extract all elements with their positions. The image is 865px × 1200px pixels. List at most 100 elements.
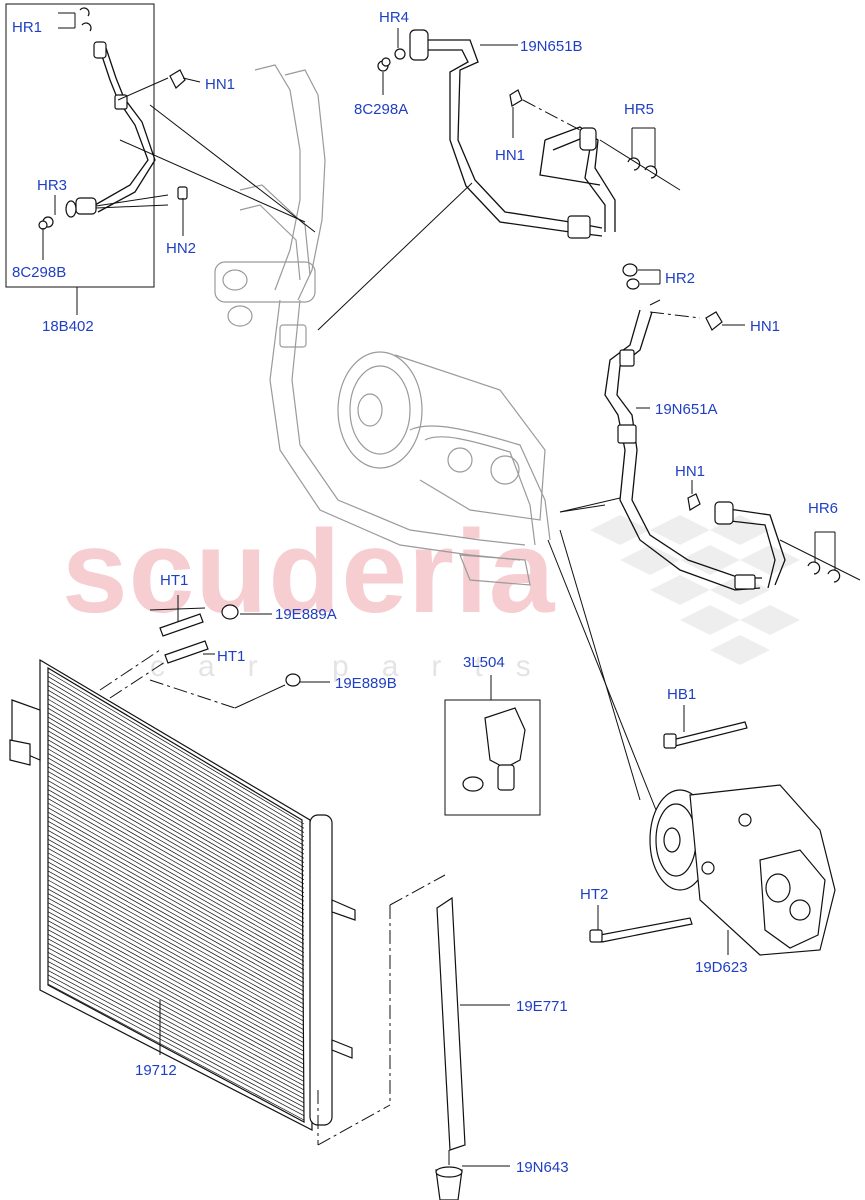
callout-19n651b: 19N651B	[520, 38, 583, 55]
condenser-fin	[47, 970, 305, 1108]
callout-hr3: HR3	[37, 177, 67, 194]
condenser-fin	[47, 866, 305, 1009]
condenser-fin	[47, 707, 305, 859]
condenser-fin	[47, 816, 305, 962]
ghost-assembly	[214, 64, 551, 586]
callout-hb1: HB1	[667, 686, 696, 703]
callout-19n643: 19N643	[516, 1159, 569, 1176]
condenser-fin	[47, 680, 305, 833]
condenser-fin	[47, 938, 305, 1078]
condenser-fin	[47, 735, 305, 885]
callout-19e889b: 19E889B	[335, 675, 397, 692]
condenser-fin	[47, 748, 305, 898]
callout-ht1-a: HT1	[160, 572, 188, 589]
condenser-fin	[47, 730, 305, 881]
kit-18b402	[5, 3, 201, 315]
condenser-fin	[47, 956, 305, 1095]
callout-hn1-b: HN1	[495, 147, 525, 164]
condenser-fin	[47, 829, 305, 975]
condenser-fin	[47, 861, 305, 1005]
condenser-fin	[47, 689, 305, 842]
condenser-fin	[47, 685, 305, 838]
callout-8c298a: 8C298A	[354, 101, 408, 118]
condenser-fin	[47, 744, 305, 893]
condenser-fin	[47, 789, 305, 936]
baffle-19e771	[435, 896, 510, 1200]
condenser-fin	[47, 757, 305, 906]
condenser-fin	[47, 933, 305, 1074]
callout-19d623: 19D623	[695, 959, 748, 976]
condenser-fin	[47, 857, 305, 1001]
watermark-checker	[590, 515, 800, 665]
condenser-fin	[47, 807, 305, 954]
callout-hn1-d: HN1	[675, 463, 705, 480]
condenser-fin	[47, 802, 305, 949]
condenser-fin	[47, 929, 305, 1069]
callout-hn1-c: HN1	[750, 318, 780, 335]
condenser-fin	[47, 703, 305, 855]
condenser-fin	[47, 911, 305, 1052]
callout-labels: HR1 HN1 HR3 HN2 8C298B 18B402 HR4 19N651…	[12, 9, 838, 1176]
condenser-fin	[47, 965, 305, 1104]
condenser-fin	[47, 888, 305, 1031]
condenser-fin	[47, 920, 305, 1061]
callout-hr2: HR2	[665, 270, 695, 287]
condenser-fin	[47, 798, 305, 945]
condenser-fin	[47, 983, 305, 1121]
callout-19e771: 19E771	[516, 998, 568, 1015]
condenser-fin	[47, 961, 305, 1099]
condenser-fin	[47, 712, 305, 863]
condenser-fin	[47, 838, 305, 984]
studs-orings	[99, 595, 330, 709]
condenser-fin	[47, 843, 305, 988]
callout-ht1-b: HT1	[217, 648, 245, 665]
condenser-fin	[47, 780, 305, 928]
condenser-fin	[47, 924, 305, 1065]
condenser-fin	[47, 771, 305, 919]
condenser-fin	[47, 716, 305, 868]
callout-3l504: 3L504	[463, 654, 505, 671]
condenser-fin	[47, 906, 305, 1048]
condenser-fin	[47, 753, 305, 902]
condenser-fin	[47, 897, 305, 1039]
condenser-fin	[47, 893, 305, 1035]
hose-19n651a	[604, 263, 861, 591]
condenser-fin	[47, 879, 305, 1022]
bolts	[589, 705, 748, 943]
condenser-fin	[47, 952, 305, 1091]
condenser-19712	[9, 658, 446, 1146]
condenser-fin	[47, 784, 305, 932]
condenser-fin	[47, 793, 305, 941]
callout-hn1-a: HN1	[205, 76, 235, 93]
condenser-fin	[47, 942, 305, 1082]
condenser-fin	[47, 875, 305, 1018]
condenser-fin	[47, 974, 305, 1112]
condenser-fin	[47, 979, 305, 1117]
condenser-fin	[47, 811, 305, 958]
condenser-fin	[47, 902, 305, 1044]
condenser-fin	[47, 884, 305, 1026]
condenser-fin	[47, 762, 305, 911]
callout-hr5: HR5	[624, 101, 654, 118]
callout-hr6: HR6	[808, 500, 838, 517]
callout-19e889a: 19E889A	[275, 606, 337, 623]
hose-19n651b	[377, 28, 681, 239]
condenser-fin	[47, 820, 305, 966]
watermark: scuderia car parts	[62, 506, 800, 683]
callout-8c298b: 8C298B	[12, 264, 66, 281]
condenser-fin	[47, 698, 305, 851]
condenser-fin	[47, 852, 305, 996]
condenser-fin	[47, 915, 305, 1056]
condenser-fin	[47, 694, 305, 846]
condenser-fin	[47, 848, 305, 992]
callout-19n651a: 19N651A	[655, 401, 718, 418]
compressor-19d623	[649, 784, 836, 956]
condenser-fin	[47, 766, 305, 915]
condenser-fin	[47, 825, 305, 971]
condenser-fin	[47, 671, 305, 825]
callout-hn2: HN2	[166, 240, 196, 257]
condenser-fin	[47, 834, 305, 979]
condenser-fin	[47, 739, 305, 889]
condenser-fin	[47, 676, 305, 829]
